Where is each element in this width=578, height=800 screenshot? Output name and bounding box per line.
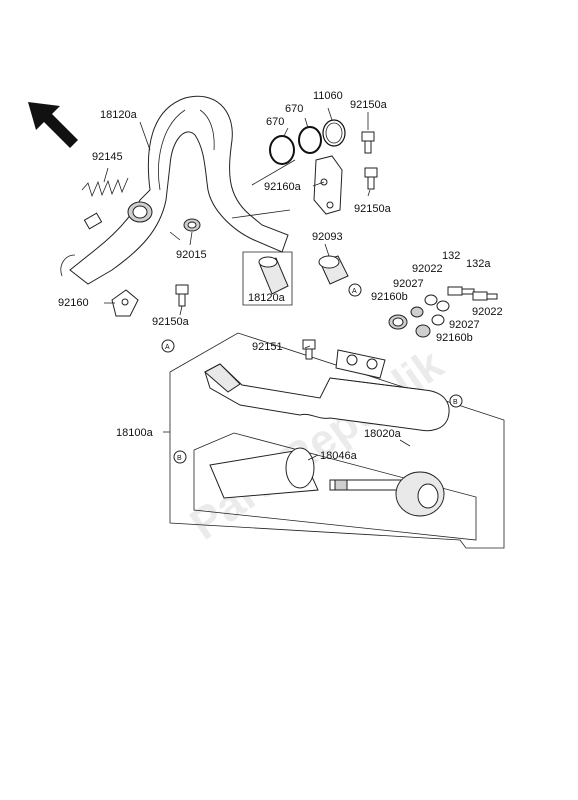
leader-lines [103,107,411,461]
part-label-18020a: 18020a [364,428,402,440]
part-label-18046a: 18046a [320,450,358,462]
callout-a-lower: A [161,339,175,353]
part-label-92022-2: 92022 [472,306,503,318]
part-label-11060: 11060 [313,90,343,102]
silencer-packing [209,447,319,499]
part-label-92160b-1: 92160b [371,291,408,303]
bolt-part [302,339,316,360]
part-label-92093: 92093 [312,231,343,243]
bolt-part [364,167,378,190]
part-label-92015: 92015 [176,249,207,261]
part-label-92160b-2: 92160b [436,332,473,344]
o-ring-part [269,135,295,165]
direction-arrow-icon [28,102,78,148]
part-label-92022-1: 92022 [412,263,443,275]
svg-text:A: A [352,288,357,295]
o-ring-part [298,126,322,154]
part-label-92150a-3: 92150a [152,316,190,328]
silencer-end-cap [329,471,445,517]
silencer-assembly-outline [169,332,505,549]
part-label-670-1: 670 [266,116,284,128]
part-label-18120a-mid: 18120a [248,292,286,304]
part-label-670-2: 670 [285,103,303,115]
bolt-part [175,284,189,307]
part-label-132a: 132a [466,258,491,270]
part-label-92151: 92151 [252,341,283,353]
pipe-joint-part [318,255,349,285]
spring-part [81,177,129,198]
callout-b-lower: B [173,450,187,464]
part-label-92027-1: 92027 [393,278,424,290]
collar-part [183,218,201,232]
part-label-92145: 92145 [92,151,123,163]
part-label-92160: 92160 [58,297,89,309]
bracket-part [313,155,343,215]
part-label-92150a-2: 92150a [354,203,392,215]
part-label-18120a-top: 18120a [100,109,138,121]
clamp-part [111,289,139,317]
sleeve-part-box [242,251,293,306]
part-label-92027-2: 92027 [449,319,480,331]
callout-b-upper: B [449,394,463,408]
svg-text:B: B [177,455,182,462]
silencer-body [204,349,450,432]
silencer-core-outline [193,432,477,541]
bolt-part [361,131,375,154]
gasket-part [322,119,346,147]
svg-text:B: B [453,399,458,406]
part-label-92160a: 92160a [264,181,302,193]
exhaust-header-pipe [60,95,289,285]
part-label-92150a-1: 92150a [350,99,388,111]
part-label-18100a: 18100a [116,427,154,439]
callout-a-upper: A [348,283,362,297]
part-label-132: 132 [442,250,460,262]
svg-text:A: A [165,344,170,351]
hardware-cluster [388,286,498,338]
